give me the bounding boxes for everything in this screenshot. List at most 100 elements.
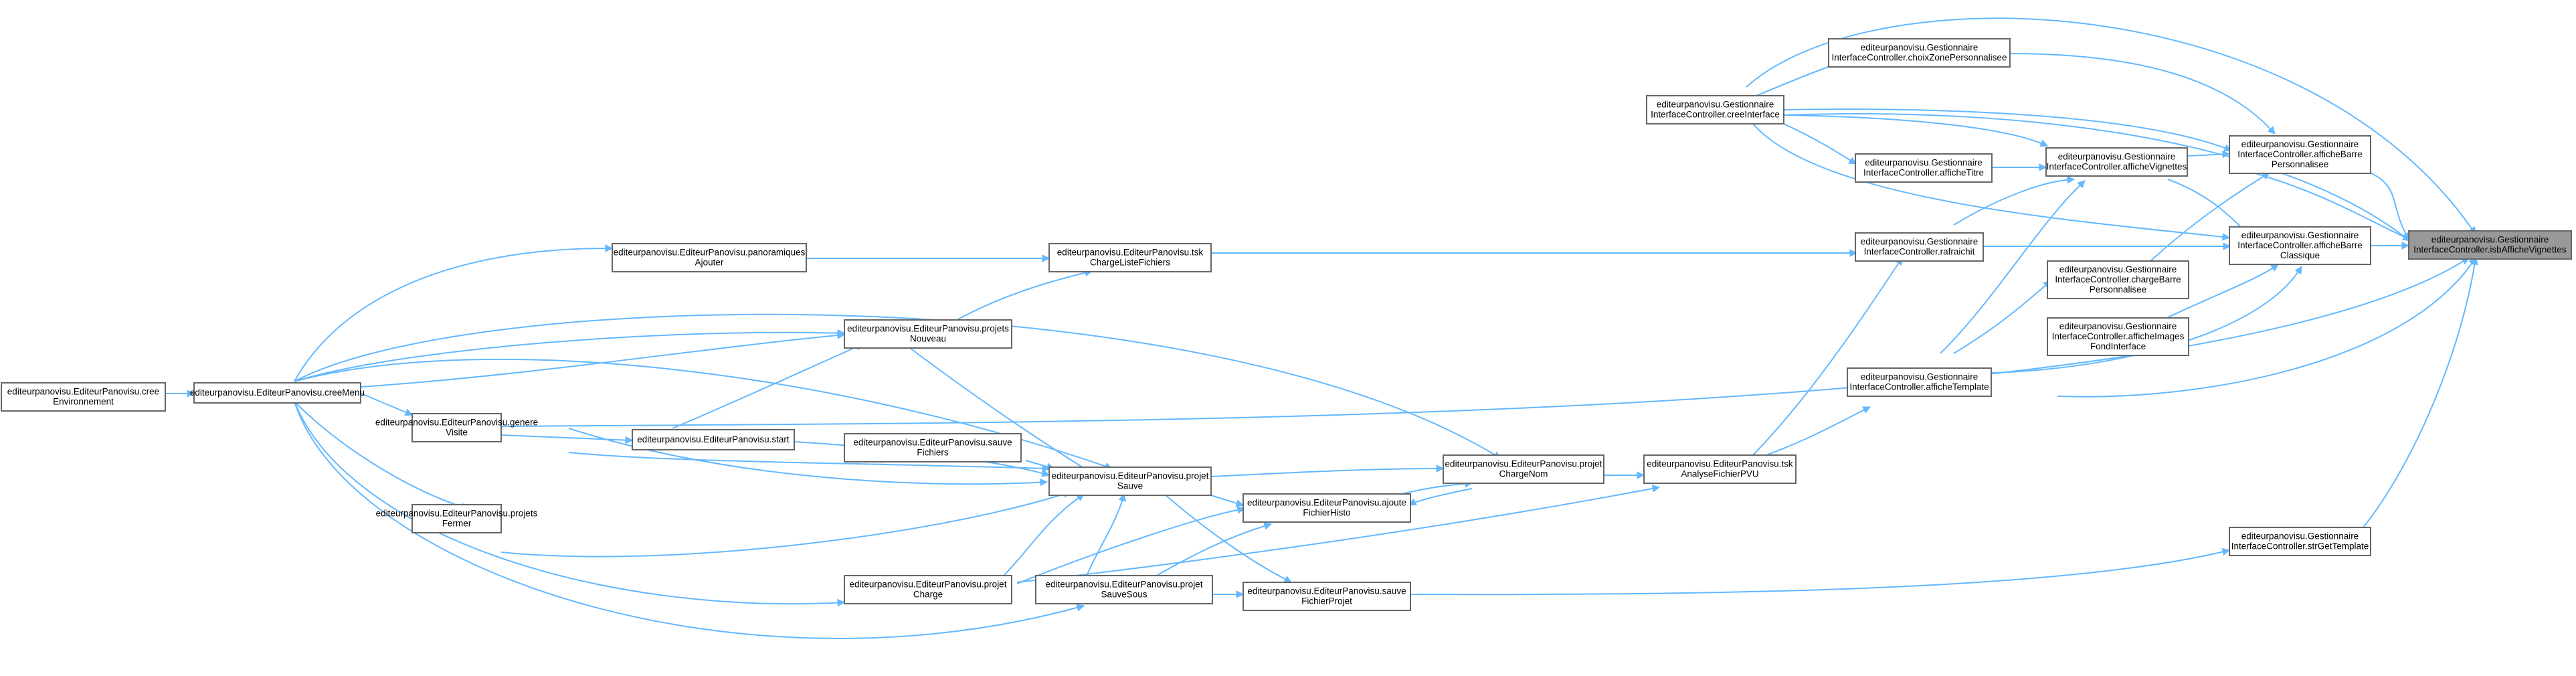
edge-afficheVignettes-afficheBarreClassique [2167, 179, 2249, 235]
node-tsk-analyse[interactable]: editeurpanovisu.EditeurPanovisu.tskAnaly… [1643, 454, 1797, 484]
node-tsk-charge[interactable]: editeurpanovisu.EditeurPanovisu.tskCharg… [1048, 243, 1212, 272]
arrowhead [187, 390, 195, 398]
node-label-line: InterfaceController.rafraichit [1864, 247, 1975, 257]
node-label-line: Visite [446, 428, 468, 438]
edge-start-genereVisite2 [568, 452, 1050, 469]
node-rafraichit[interactable]: editeurpanovisu.GestionnaireInterfaceCon… [1855, 232, 1984, 262]
node-label-line: editeurpanovisu.Gestionnaire [2058, 152, 2176, 162]
edge-rafraichit-afficheVignettes [1953, 179, 2075, 226]
node-label-line: editeurpanovisu.Gestionnaire [2241, 230, 2359, 240]
edge-projetSauve-projetCharge [1003, 493, 1085, 576]
node-projets-nouveau[interactable]: editeurpanovisu.EditeurPanovisu.projetsN… [844, 319, 1012, 349]
node-label-line: AnalyseFichierPVU [1681, 469, 1758, 479]
node-label-line: editeurpanovisu.Gestionnaire [1861, 43, 1979, 53]
node-box [1243, 493, 1411, 523]
node-cree-interface[interactable]: editeurpanovisu.GestionnaireInterfaceCon… [1646, 95, 1784, 124]
arrowhead [1076, 604, 1085, 612]
arrowhead [2270, 264, 2279, 272]
edge-creeInterface-afficheTitre [1783, 123, 1857, 165]
node-str-get-template[interactable]: editeurpanovisu.GestionnaireInterfaceCon… [2229, 527, 2371, 556]
node-box [1646, 95, 1784, 124]
node-label-line: InterfaceController.afficheTemplate [1849, 382, 1989, 392]
node-projet-charge[interactable]: editeurpanovisu.EditeurPanovisu.projetCh… [844, 575, 1012, 604]
edge-ajouteFichierHisto-projetChargeNom [1408, 488, 1473, 506]
arrowhead [1040, 478, 1048, 487]
node-charge-barre[interactable]: editeurpanovisu.GestionnaireInterfaceCon… [2047, 260, 2189, 299]
edge-panoAjouter-creeMenu [294, 247, 613, 382]
node-label-line: editeurpanovisu.EditeurPanovisu.projet [1046, 580, 1203, 590]
arrowhead [2077, 180, 2086, 189]
node-label-line: ChargeNom [1499, 469, 1548, 479]
arrowhead [2223, 242, 2231, 250]
edge-afficheImages-afficheBarreClassique [2152, 264, 2279, 325]
edge-projetSauve-projetsNouveau [909, 347, 1098, 477]
node-cree-menu[interactable]: editeurpanovisu.EditeurPanovisu.creeMenu [190, 382, 365, 404]
node-label-line: editeurpanovisu.EditeurPanovisu.start [637, 434, 790, 444]
node-box [2229, 527, 2371, 556]
node-box [1828, 38, 2011, 68]
edge-choixZone-afficheBarrePerso [2009, 53, 2276, 135]
node-label-line: FichierHisto [1303, 508, 1350, 518]
node-affiche-titre[interactable]: editeurpanovisu.GestionnaireInterfaceCon… [1855, 153, 1993, 183]
node-sauve-fichier-projet[interactable]: editeurpanovisu.EditeurPanovisu.sauveFic… [1243, 582, 1411, 611]
node-projet-charge-nom[interactable]: editeurpanovisu.EditeurPanovisu.projetCh… [1443, 454, 1604, 484]
arrowhead [2067, 175, 2076, 184]
edge-afficheBarrePerso-target [2369, 172, 2410, 240]
arrowhead [1235, 499, 1245, 507]
edge-projetsNouveau-creeMenu [361, 334, 845, 388]
node-sauve-fichiers[interactable]: editeurpanovisu.EditeurPanovisu.sauveFic… [844, 433, 1022, 462]
node-affiche-barre-classique[interactable]: editeurpanovisu.GestionnaireInterfaceCon… [2229, 226, 2371, 265]
node-label-line: editeurpanovisu.Gestionnaire [2241, 531, 2359, 541]
node-label-line: FichierProjet [1301, 596, 1352, 606]
edge-genereVisite-creeMenu [361, 393, 413, 416]
node-start[interactable]: editeurpanovisu.EditeurPanovisu.start [632, 429, 795, 450]
node-affiche-vignettes[interactable]: editeurpanovisu.GestionnaireInterfaceCon… [2045, 147, 2188, 177]
arrowhead [837, 329, 846, 337]
node-label-line: Environnement [53, 397, 114, 407]
edge-projetSauve-creeMenu [294, 358, 1113, 469]
node-box [2045, 147, 2188, 177]
edge-creeInterface-afficheBarrePerso [1783, 108, 2232, 151]
node-projet-sauve[interactable]: editeurpanovisu.EditeurPanovisu.projetSa… [1048, 467, 1212, 496]
arrowhead [2222, 150, 2231, 159]
node-box [2047, 260, 2189, 299]
node-label-line: InterfaceController.afficheBarre [2237, 149, 2363, 159]
edge-creeInterface-target2 [1783, 113, 2411, 242]
node-label-line: InterfaceController.creeInterface [1651, 110, 1780, 120]
node-label-line: editeurpanovisu.EditeurPanovisu.projet [850, 580, 1007, 590]
arrowhead [1042, 464, 1050, 473]
node-layer: editeurpanovisu.GestionnaireInterfaceCon… [1, 38, 2572, 611]
node-affiche-barre-perso[interactable]: editeurpanovisu.GestionnaireInterfaceCon… [2229, 135, 2371, 174]
node-label-line: editeurpanovisu.Gestionnaire [2431, 235, 2549, 245]
edge-afficheTemplate-afficheVignettes [1940, 180, 2086, 354]
node-label-line: editeurpanovisu.EditeurPanovisu.tsk [1057, 248, 1204, 258]
node-choix-zone[interactable]: editeurpanovisu.GestionnaireInterfaceCon… [1828, 38, 2011, 68]
node-genere-visite[interactable]: editeurpanovisu.EditeurPanovisu.genereVi… [375, 413, 538, 442]
node-target[interactable]: editeurpanovisu.GestionnaireInterfaceCon… [2408, 230, 2572, 260]
node-ajoute-fichier-histo[interactable]: editeurpanovisu.EditeurPanovisu.ajouteFi… [1243, 493, 1411, 523]
edge-projetSauve-projetSauveSous [1083, 493, 1125, 583]
node-box [844, 319, 1012, 349]
node-box [411, 413, 502, 442]
node-label-line: InterfaceController.afficheBarre [2237, 240, 2363, 250]
node-affiche-template[interactable]: editeurpanovisu.GestionnaireInterfaceCon… [1847, 367, 1992, 397]
node-label-line: editeurpanovisu.EditeurPanovisu.creeMenu [190, 388, 365, 398]
edge-strGetTemplate-target [2363, 257, 2476, 528]
node-label-line: Classique [2280, 250, 2320, 260]
edge-projetsNouveau-start [672, 343, 864, 429]
node-box [1048, 243, 1212, 272]
edge-creeInterface-afficheVignettes [1783, 114, 2048, 147]
node-label-line: Fichiers [917, 448, 949, 458]
node-box [1855, 232, 1984, 262]
node-affiche-images[interactable]: editeurpanovisu.GestionnaireInterfaceCon… [2047, 317, 2189, 356]
node-projet-sauve-sous[interactable]: editeurpanovisu.EditeurPanovisu.projetSa… [1035, 575, 1213, 604]
node-label-line: InterfaceController.strGetTemplate [2231, 541, 2369, 552]
node-cree-environnement[interactable]: editeurpanovisu.EditeurPanovisu.creeEnvi… [1, 382, 166, 412]
edge-creeInterface-target [1746, 17, 2476, 235]
arrowhead [2401, 242, 2410, 250]
node-label-line: InterfaceController.isbAfficheVignettes [2413, 245, 2567, 255]
node-projets-fermer[interactable]: editeurpanovisu.EditeurPanovisu.projetsF… [376, 504, 538, 533]
node-box [411, 504, 502, 533]
node-pano-ajouter[interactable]: editeurpanovisu.EditeurPanovisu.panorami… [612, 243, 807, 272]
